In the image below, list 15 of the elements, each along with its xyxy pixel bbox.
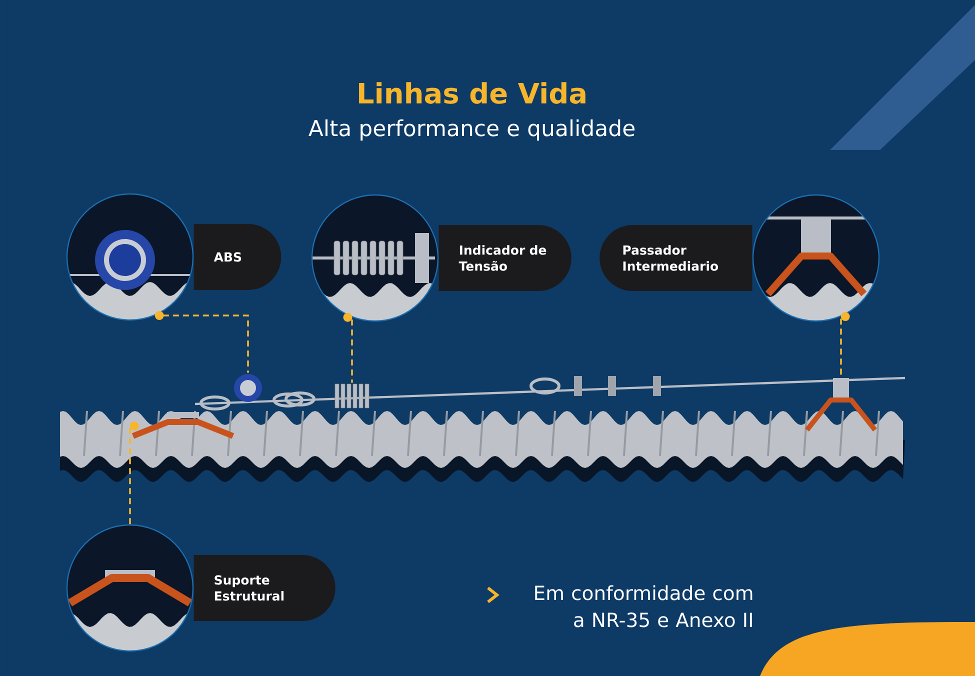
intermediate-passer [805, 378, 877, 432]
leader-line [343, 312, 353, 383]
callout: Passador Intermediario [600, 194, 880, 322]
roof-bracket [132, 412, 234, 439]
leader-line [840, 312, 850, 376]
callout: ABS [66, 193, 282, 321]
callout: Indicador de Tensão [311, 194, 572, 322]
subtitle: Alta performance e qualidade [308, 119, 634, 141]
tension-spring [334, 384, 370, 408]
compliance-note: Em conformidade com a NR-35 e Anexo II [535, 585, 752, 628]
absorber-device [234, 374, 262, 402]
leader-line [129, 421, 139, 524]
leader-line [154, 311, 249, 373]
callout: Suporte Estrutural [66, 524, 336, 652]
title: Linhas de Vida [359, 82, 586, 104]
